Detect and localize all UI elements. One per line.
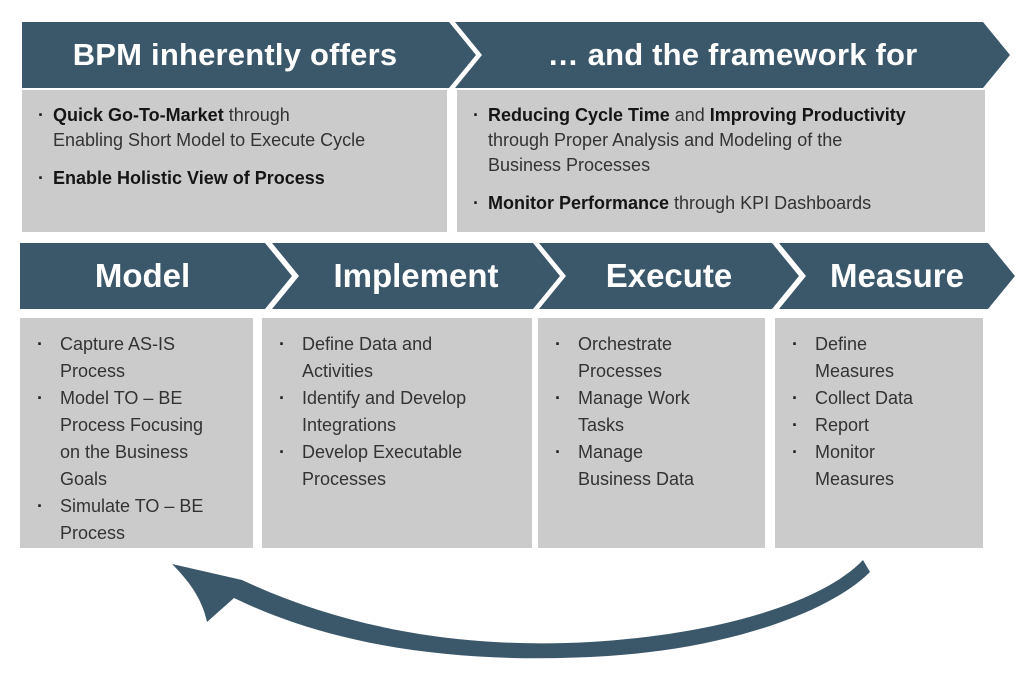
box-framework-for: Reducing Cycle Time and Improving Produc…	[457, 90, 985, 232]
phase-model-list: Capture AS-IS ProcessModel TO – BE Proce…	[35, 331, 247, 547]
bullet-text: Define Measures	[815, 334, 895, 381]
bullet-item: Orchestrate Processes	[553, 331, 759, 385]
bullet-text: Model TO – BE Process Focusing on the Bu…	[60, 388, 204, 489]
box-phase-implement: Define Data and ActivitiesIdentify and D…	[262, 318, 532, 548]
bullet-text: and	[669, 105, 710, 125]
bullet-item: Monitor Performance through KPI Dashboar…	[473, 191, 971, 216]
bullet-item: Enable Holistic View of Process	[38, 166, 433, 191]
framework-for-list: Reducing Cycle Time and Improving Produc…	[473, 103, 971, 216]
box-phase-model: Capture AS-IS ProcessModel TO – BE Proce…	[20, 318, 253, 548]
phase-measure-list: Define MeasuresCollect DataReportMonitor…	[790, 331, 977, 493]
bullet-item: Develop Executable Processes	[277, 439, 526, 493]
phase-execute-label: Execute	[605, 257, 733, 294]
banner-framework-for: … and the framework for	[455, 22, 1010, 88]
bullet-text: through Enabling Short Model to Execute …	[53, 105, 366, 150]
banner-phase-measure: Measure	[779, 243, 1015, 309]
bullet-item: Define Data and Activities	[277, 331, 526, 385]
bpm-offers-list: Quick Go-To-Market through Enabling Shor…	[38, 103, 433, 191]
box-bpm-offers: Quick Go-To-Market through Enabling Shor…	[22, 90, 447, 232]
bullet-item: Report	[790, 412, 977, 439]
bullet-item: Manage Business Data	[553, 439, 759, 493]
bullet-text: Capture AS-IS Process	[60, 334, 176, 381]
phase-execute-list: Orchestrate ProcessesManage Work TasksMa…	[553, 331, 759, 493]
bullet-item: Quick Go-To-Market through Enabling Shor…	[38, 103, 433, 153]
bullet-text: through KPI Dashboards	[669, 193, 872, 213]
banner-phase-execute: Execute	[539, 243, 799, 309]
bullet-text: Manage Business Data	[578, 442, 695, 489]
bullet-text-bold: Monitor Performance	[488, 193, 670, 213]
bullet-item: Monitor Measures	[790, 439, 977, 493]
phase-model-label: Model	[94, 257, 191, 294]
bullet-item: Model TO – BE Process Focusing on the Bu…	[35, 385, 247, 493]
bullet-text: through Proper Analysis and Modeling of …	[488, 130, 843, 175]
bullet-item: Reducing Cycle Time and Improving Produc…	[473, 103, 971, 178]
bullet-item: Identify and Develop Integrations	[277, 385, 526, 439]
phase-implement-list: Define Data and ActivitiesIdentify and D…	[277, 331, 526, 493]
bullet-item: Manage Work Tasks	[553, 385, 759, 439]
bullet-text: Report	[815, 415, 870, 435]
bullet-text-bold: Quick Go-To-Market	[53, 105, 224, 125]
phase-measure-label: Measure	[830, 257, 964, 294]
bullet-item: Collect Data	[790, 385, 977, 412]
bullet-text: Identify and Develop Integrations	[302, 388, 467, 435]
banner-bpm-offers: BPM inherently offers	[22, 22, 476, 88]
bullet-text: Define Data and Activities	[302, 334, 433, 381]
bullet-text: Orchestrate Processes	[578, 334, 673, 381]
bullet-item: Simulate TO – BE Process	[35, 493, 247, 547]
banner-bpm-offers-label: BPM inherently offers	[72, 37, 398, 72]
bullet-text: Simulate TO – BE Process	[60, 496, 204, 543]
bullet-item: Define Measures	[790, 331, 977, 385]
box-phase-measure: Define MeasuresCollect DataReportMonitor…	[775, 318, 983, 548]
bullet-text: Collect Data	[815, 388, 914, 408]
bullet-text: Develop Executable Processes	[302, 442, 463, 489]
bullet-text: Monitor Measures	[815, 442, 895, 489]
banner-phase-model: Model	[20, 243, 292, 309]
box-phase-execute: Orchestrate ProcessesManage Work TasksMa…	[538, 318, 765, 548]
phase-implement-label: Implement	[333, 257, 499, 294]
banner-framework-for-label: … and the framework for	[547, 37, 918, 72]
feedback-loop-arrow-path	[172, 560, 870, 659]
bullet-text-bold: Improving Productivity	[709, 105, 906, 125]
feedback-loop-arrow-icon	[172, 560, 870, 659]
bullet-text-bold: Enable Holistic View of Process	[53, 168, 325, 188]
bullet-item: Capture AS-IS Process	[35, 331, 247, 385]
bullet-text-bold: Reducing Cycle Time	[488, 105, 670, 125]
banner-phase-implement: Implement	[272, 243, 560, 309]
bullet-text: Manage Work Tasks	[578, 388, 690, 435]
